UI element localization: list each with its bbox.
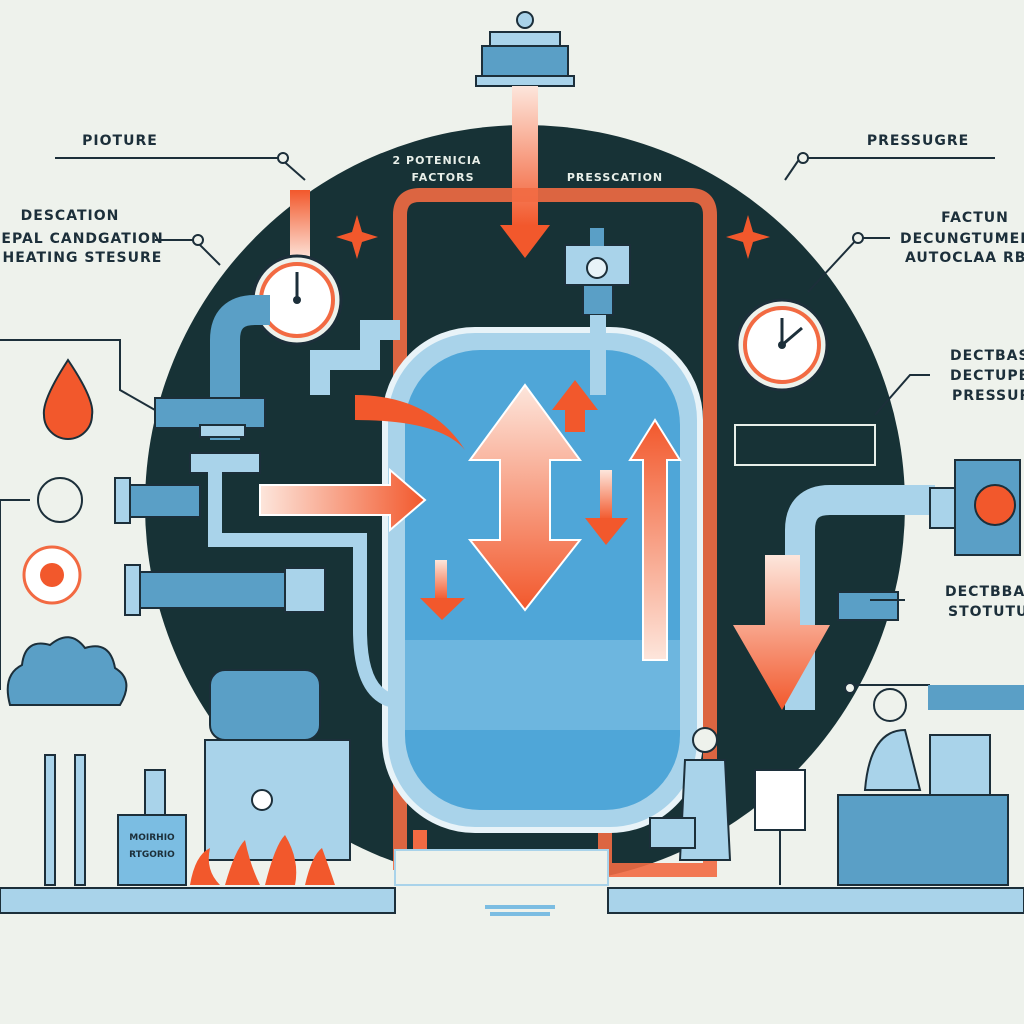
label-potential-factors-2: FACTORS [411, 171, 474, 184]
inner-valve [564, 228, 631, 395]
right-up-arrow [628, 418, 682, 661]
worker-figure [649, 727, 732, 861]
label-right-mid-1: DECTBAS [950, 348, 1024, 364]
orange-loop-pipe [393, 188, 717, 877]
pressure-gauge-right [735, 298, 829, 392]
label-picture: PIOTURE [82, 133, 158, 149]
tank-label-1: MOIRHIO [129, 833, 175, 843]
tank-label-2: RTGORIO [129, 850, 175, 860]
pressure-gauge-left [251, 190, 343, 346]
drop-icon [42, 358, 94, 440]
big-down-arrow [733, 555, 830, 710]
label-right-mid-2: DECTUPBD [950, 368, 1024, 384]
label-right-3: AUTOCLAA RBSV [905, 250, 1024, 266]
arrow-down-top [500, 225, 550, 258]
fan-icon [37, 477, 83, 523]
label-right-low-1: DECTBBAL [945, 584, 1024, 600]
desk-with-person [837, 688, 1009, 886]
arrow-right [259, 467, 427, 533]
label-right-1: FACTUN [941, 210, 1009, 226]
label-right-mid-3: PRESSUR [952, 388, 1024, 404]
label-potential-factors-1: 2 POTENICIA [393, 154, 482, 167]
sparkle-icon [726, 215, 770, 259]
double-arrow [467, 383, 583, 612]
connector-lines [0, 339, 156, 690]
cloud-icon [6, 636, 128, 706]
label-left-1: DESCATION [21, 208, 120, 224]
label-left-3: IN HEATING STESURE [0, 250, 162, 266]
label-pressure: PRESSUGRE [867, 133, 969, 149]
floor-platforms [0, 849, 1024, 916]
label-right-low-2: STOTUTU [948, 604, 1024, 620]
arrow-down-inner [585, 518, 628, 545]
monitor [754, 769, 806, 885]
arrow-down-left [420, 598, 465, 620]
right-pipes [734, 424, 1021, 710]
tank: MOIRHIO RTGORIO [117, 769, 187, 886]
label-right-2: DECUNGTUMEIH [900, 231, 1024, 247]
curved-arrow [355, 395, 465, 450]
small-up-arrow [552, 380, 598, 432]
label-left-2: UHEPAL CANDGATION [0, 231, 164, 247]
sparkle-icon [336, 215, 378, 259]
top-valve-device [475, 11, 575, 226]
boiler-machine [44, 669, 351, 886]
left-pipes [114, 295, 400, 707]
label-presscation: PRESSCATION [567, 171, 663, 184]
